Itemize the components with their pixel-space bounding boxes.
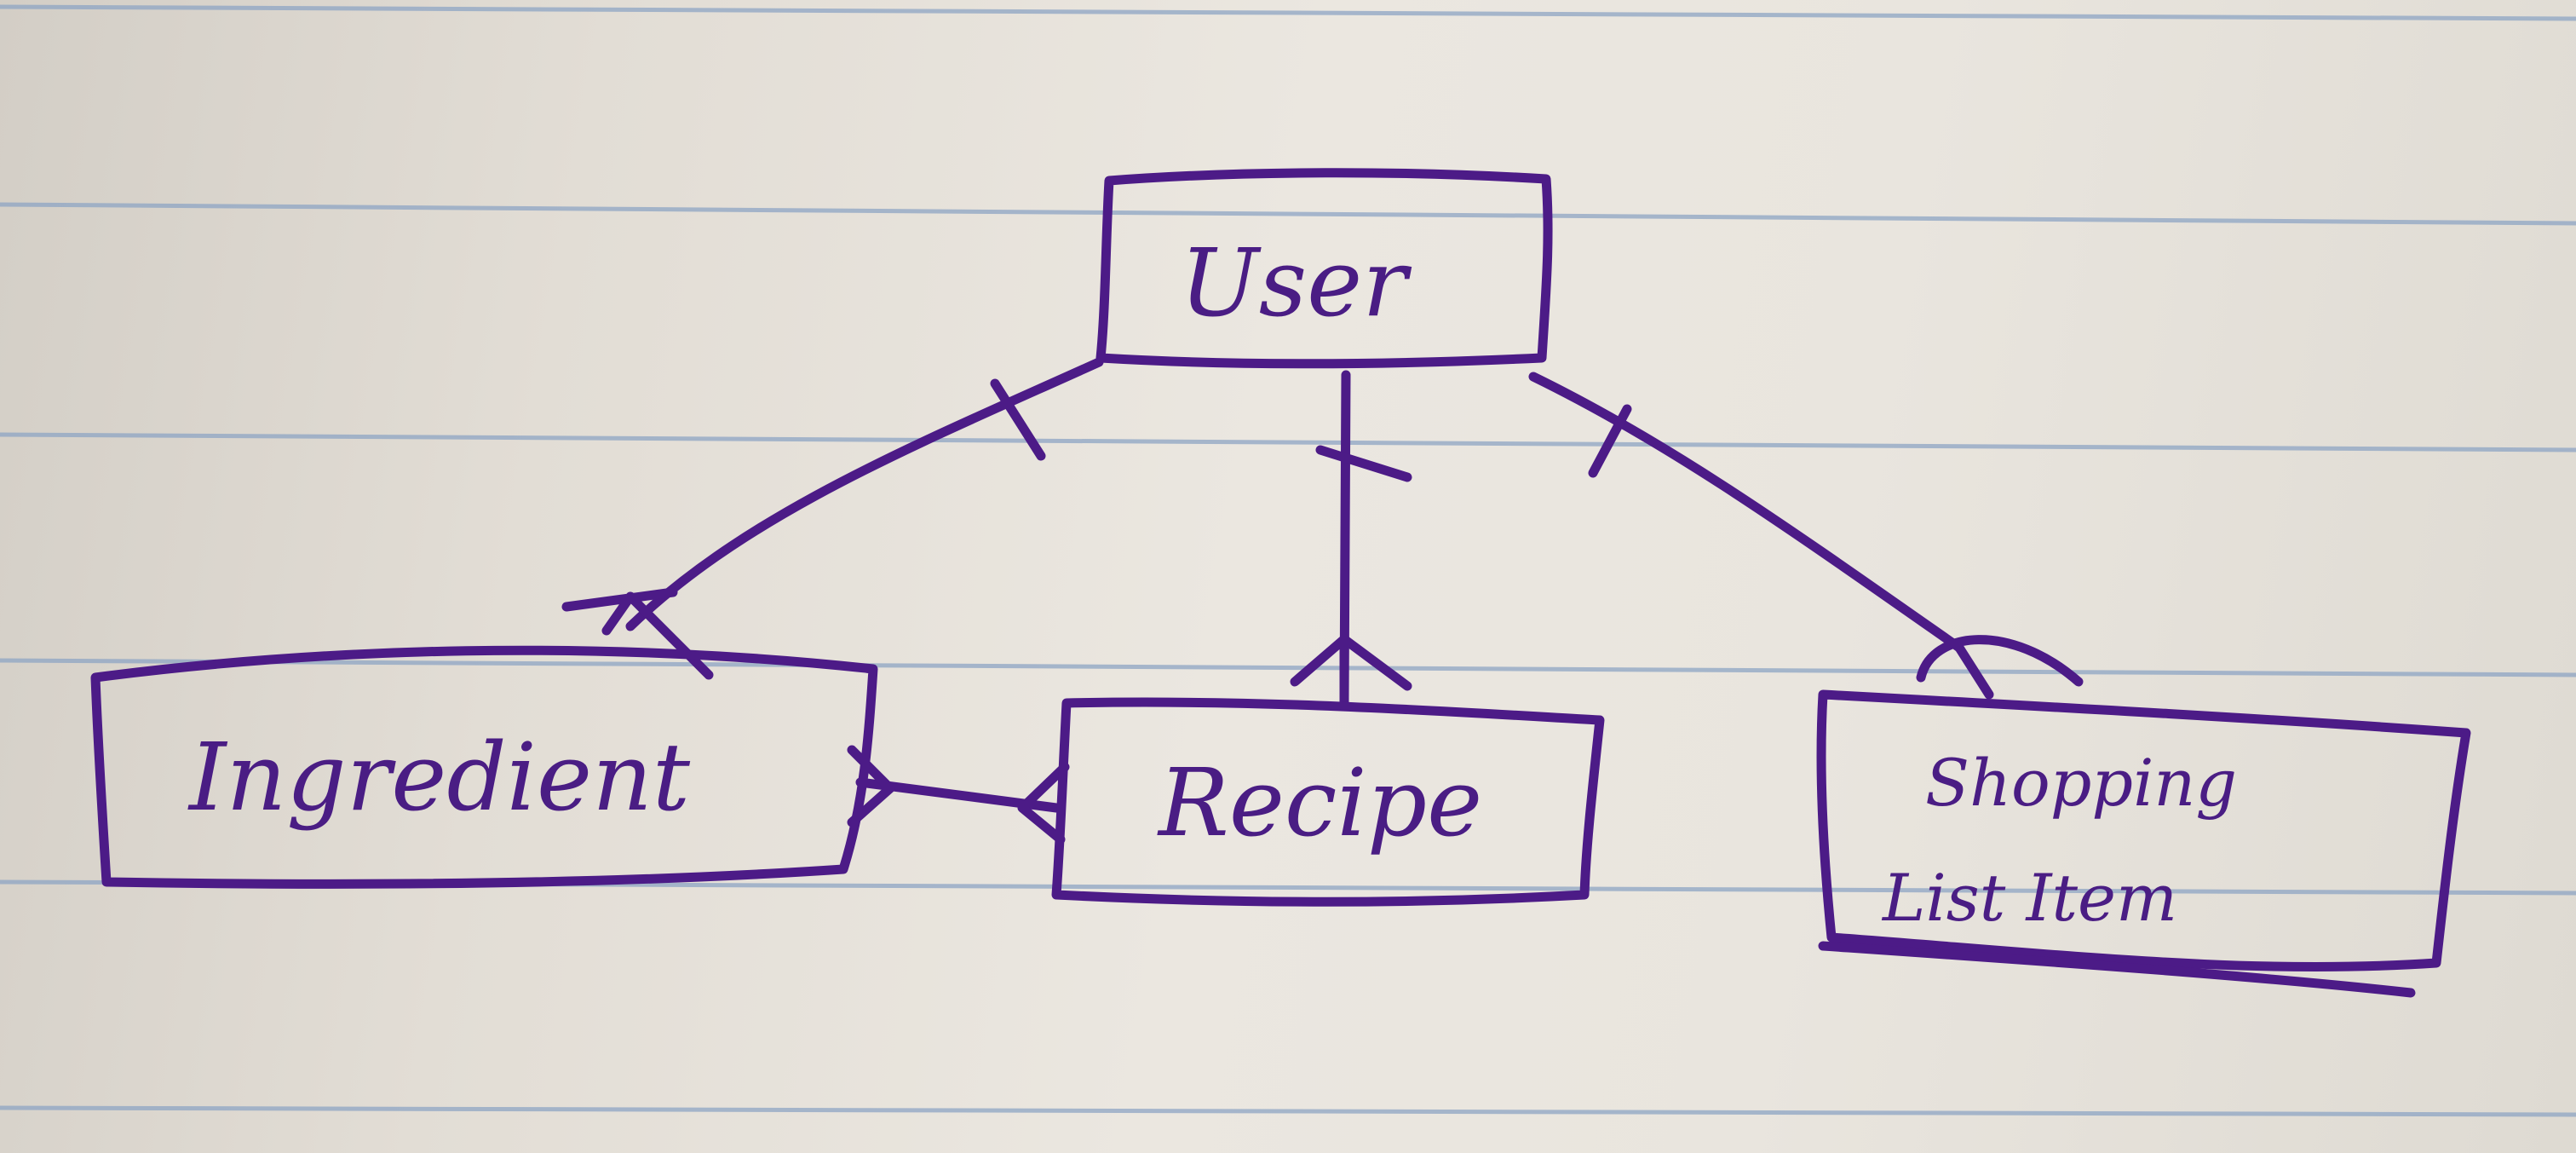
entity-box — [1816, 689, 2471, 972]
entity-box — [1051, 697, 1605, 907]
one-marker-icon — [1315, 445, 1412, 482]
box-underline — [1818, 941, 2416, 998]
entity-label-shopping-line1: Shopping — [1925, 745, 2237, 821]
cardinality-markers — [561, 378, 2084, 845]
entity-recipe: Recipe — [1051, 697, 1605, 907]
one-marker-icon — [990, 378, 1046, 461]
entity-label-shopping-line2: List Item — [1881, 860, 2177, 936]
entity-box — [1095, 168, 1553, 369]
one-marker-icon — [1588, 404, 1632, 478]
entity-shopping-list-item: Shopping List Item — [1816, 689, 2471, 998]
user-shopping-line — [1528, 372, 1964, 653]
crows-foot-icon — [1017, 762, 1070, 845]
entity-user: User — [1095, 168, 1553, 369]
entity-label-user: User — [1180, 228, 1412, 337]
relationship-lines — [625, 357, 1964, 813]
crows-foot-icon — [1290, 634, 1412, 708]
crows-foot-icon — [561, 587, 714, 680]
user-ingredient-line — [625, 357, 1104, 631]
entity-box — [90, 645, 878, 889]
crows-foot-icon — [1916, 635, 2084, 700]
entity-label-recipe: Recipe — [1157, 748, 1482, 857]
entity-label-ingredient: Ingredient — [187, 723, 691, 832]
entity-ingredient: Ingredient — [90, 645, 878, 889]
